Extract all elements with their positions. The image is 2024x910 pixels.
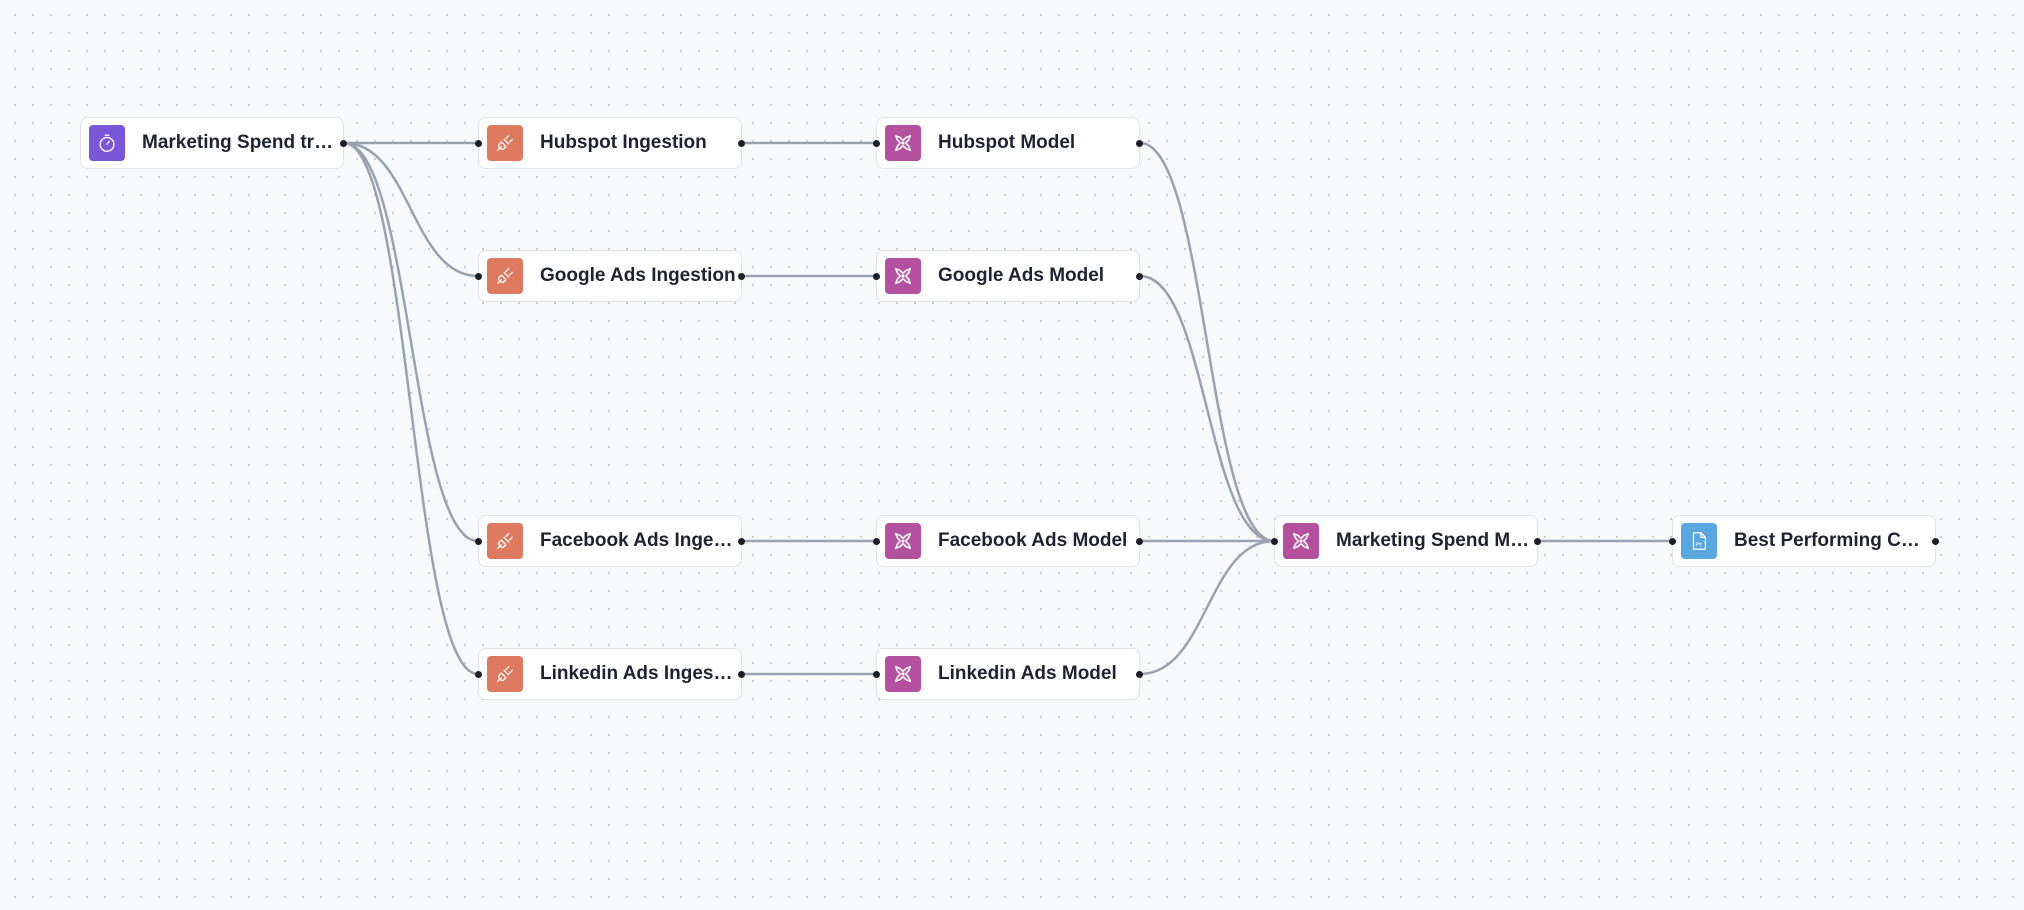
- input-handle[interactable]: [1669, 538, 1676, 545]
- node-marketing-spend-trigger[interactable]: Marketing Spend tri…: [80, 117, 347, 169]
- node-label: Facebook Ads Inges…: [540, 530, 736, 551]
- plug-icon: [487, 523, 523, 559]
- node-google-ads-ingestion[interactable]: Google Ads Ingestion: [475, 250, 745, 302]
- dbt-icon: [885, 523, 921, 559]
- output-handle[interactable]: [1136, 538, 1143, 545]
- node-facebook-ads-ingestion[interactable]: Facebook Ads Inges…: [475, 515, 745, 567]
- edge-linkedin_model-to-marketing_model: [1139, 539, 1275, 676]
- python-file-icon: PY: [1681, 523, 1717, 559]
- node-linkedin-ads-model[interactable]: Linkedin Ads Model: [873, 648, 1143, 700]
- node-best-performing-campaign[interactable]: PY Best Performing Ca…: [1669, 515, 1939, 567]
- input-handle[interactable]: [873, 140, 880, 147]
- plug-icon: [487, 258, 523, 294]
- dbt-icon: [885, 125, 921, 161]
- output-handle[interactable]: [738, 140, 745, 147]
- edge-hubspot_model-to-marketing_model: [1139, 141, 1275, 543]
- dbt-icon: [885, 258, 921, 294]
- output-handle[interactable]: [1136, 140, 1143, 147]
- edge-trigger-to-linkedin_ing: [343, 141, 479, 676]
- dbt-icon: [1283, 523, 1319, 559]
- node-label: Google Ads Ingestion: [540, 265, 736, 286]
- output-handle[interactable]: [1534, 538, 1541, 545]
- edge-google_model-to-marketing_model: [1139, 274, 1275, 543]
- node-hubspot-ingestion[interactable]: Hubspot Ingestion: [475, 117, 745, 169]
- node-label: Marketing Spend tri…: [142, 132, 338, 153]
- input-handle[interactable]: [873, 538, 880, 545]
- edge-trigger-to-facebook_ing: [343, 141, 479, 543]
- node-label: Facebook Ads Model: [938, 530, 1128, 551]
- node-label: Hubspot Model: [938, 132, 1076, 153]
- node-hubspot-model[interactable]: Hubspot Model: [873, 117, 1143, 169]
- node-label: Linkedin Ads Ingestion: [540, 663, 736, 684]
- node-label: Best Performing Ca…: [1734, 530, 1930, 551]
- output-handle[interactable]: [738, 538, 745, 545]
- stopwatch-icon: [89, 125, 125, 161]
- plug-icon: [487, 656, 523, 692]
- node-label: Linkedin Ads Model: [938, 663, 1117, 684]
- node-linkedin-ads-ingestion[interactable]: Linkedin Ads Ingestion: [475, 648, 745, 700]
- node-google-ads-model[interactable]: Google Ads Model: [873, 250, 1143, 302]
- input-handle[interactable]: [1271, 538, 1278, 545]
- input-handle[interactable]: [475, 538, 482, 545]
- output-handle[interactable]: [1136, 273, 1143, 280]
- svg-text:PY: PY: [1695, 543, 1702, 549]
- node-label: Hubspot Ingestion: [540, 132, 707, 153]
- node-label: Marketing Spend M…: [1336, 530, 1530, 551]
- output-handle[interactable]: [738, 671, 745, 678]
- input-handle[interactable]: [873, 671, 880, 678]
- dbt-icon: [885, 656, 921, 692]
- node-marketing-spend-model[interactable]: Marketing Spend M…: [1271, 515, 1541, 567]
- output-handle[interactable]: [340, 140, 347, 147]
- input-handle[interactable]: [873, 273, 880, 280]
- input-handle[interactable]: [475, 671, 482, 678]
- output-handle[interactable]: [1136, 671, 1143, 678]
- output-handle[interactable]: [738, 273, 745, 280]
- input-handle[interactable]: [475, 273, 482, 280]
- edge-trigger-to-google_ing: [343, 141, 479, 278]
- plug-icon: [487, 125, 523, 161]
- output-handle[interactable]: [1932, 538, 1939, 545]
- node-label: Google Ads Model: [938, 265, 1105, 286]
- node-facebook-ads-model[interactable]: Facebook Ads Model: [873, 515, 1143, 567]
- input-handle[interactable]: [475, 140, 482, 147]
